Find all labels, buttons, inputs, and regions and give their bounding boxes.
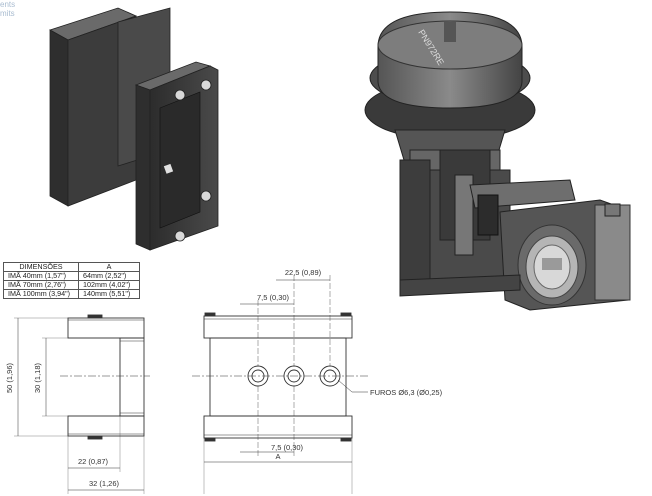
dim-depth-total: 32 (1,26) [89,479,120,488]
table-cell-a: 140mm (5,51") [78,289,140,299]
valve-actuator-3d: PN972RE [364,11,631,311]
dim-height-total: 50 (1,96) [5,362,14,393]
dim-top-spacing: 22,5 (0,89) [285,268,322,277]
side-view-drawing [14,314,150,494]
dim-depth-inner: 22 (0,87) [78,457,109,466]
dim-length: A [275,452,280,461]
table-cell-magnet: IMÃ 100mm (3,94") [3,289,79,299]
ghost-line-2: mits [0,9,15,18]
dim-hole-spacing-bottom: 7,5 (0,30) [271,443,304,452]
partial-header-text: ents mits [0,0,15,18]
magnet-bracket-3d [49,7,219,251]
dim-holes: FUROS Ø6,3 (Ø0,25) [370,388,443,397]
dim-hole-spacing-top: 7,5 (0,30) [257,293,290,302]
ghost-line-1: ents [0,0,16,9]
dimensions-table: DIMENSÕES A IMÃ 40mm (1,57") 64mm (2,52"… [3,262,140,299]
table-row: IMÃ 100mm (3,94") 140mm (5,51") [3,289,140,299]
dim-height-inner: 30 (1,18) [33,362,42,393]
front-view-drawing [192,275,368,494]
